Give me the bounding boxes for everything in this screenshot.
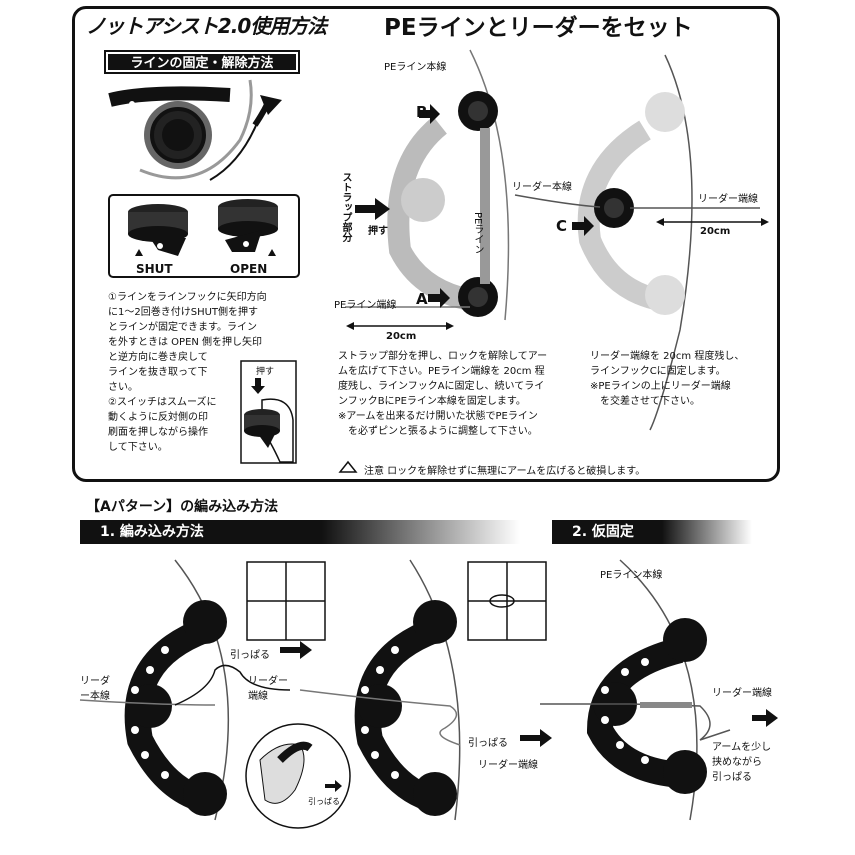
leader-end-bottom-3: リーダー端線	[712, 688, 772, 699]
pe-end-label: PEライン端線	[334, 300, 397, 311]
section2-header: 2. 仮固定	[552, 520, 752, 544]
title-right: PEラインとリーダーをセット	[384, 15, 693, 41]
arm-note: アームを少し 挟めながら 引っぱる	[712, 742, 772, 783]
diagram1-desc: ストラップ部分を押し、ロックを解除してアー ムを広げて下さい。PEライン端線を …	[338, 351, 548, 437]
pull-label-2: 引っぱる	[468, 738, 508, 749]
pe-main-bottom: PEライン本線	[600, 570, 663, 581]
section1-header: 1. 編み込み方法	[80, 520, 520, 544]
dist-label-2: 20cm	[700, 226, 731, 237]
leader-main-label: リーダー本線	[512, 182, 572, 193]
leader-end-bottom-2: リーダー端線	[478, 760, 538, 771]
push-label-small: 押す	[256, 367, 275, 377]
push-label: 押す	[368, 226, 388, 237]
strap-label: ストラップ部分	[340, 172, 351, 242]
hook-c-label: C	[556, 217, 568, 235]
pe-vertical-label: PEライン	[472, 212, 483, 255]
pull-label-1: 引っぱる	[230, 650, 270, 661]
shut-label: SHUT	[136, 262, 173, 276]
leader-end-bottom: リーダー端線	[248, 676, 288, 702]
open-switch	[218, 199, 278, 256]
dist-label-1: 20cm	[386, 331, 417, 342]
leader-end-label: リーダー端線	[698, 194, 758, 205]
leader-main-bottom: リーダー本線	[80, 676, 110, 702]
dial-illustration	[108, 79, 282, 181]
shut-switch	[128, 204, 188, 256]
pattern-title: 【Aパターン】の編み込み方法	[86, 499, 279, 515]
title-left: ノットアシスト2.0使用方法	[86, 14, 327, 38]
switch-steps: ①ラインをラインフックに矢印方向 に1〜2回巻き付けSHUT側を押す とラインが…	[108, 292, 267, 453]
instruction-frame	[72, 6, 780, 482]
hook-a-label: A	[416, 290, 428, 308]
open-label: OPEN	[230, 262, 268, 276]
sub-box-title: ラインの固定・解除方法	[104, 50, 300, 74]
pe-main-label: PEライン本線	[384, 62, 447, 73]
hook-b-label: B	[416, 103, 428, 121]
diagram2-desc: リーダー端線を 20cm 程度残し、 ラインフックCに固定します。 ※PEライン…	[590, 351, 745, 407]
warning-text: 注意 ロックを解除せずに無理にアームを広げると破損します。	[364, 466, 646, 477]
pull-small-label: 引っぱる	[308, 797, 340, 806]
